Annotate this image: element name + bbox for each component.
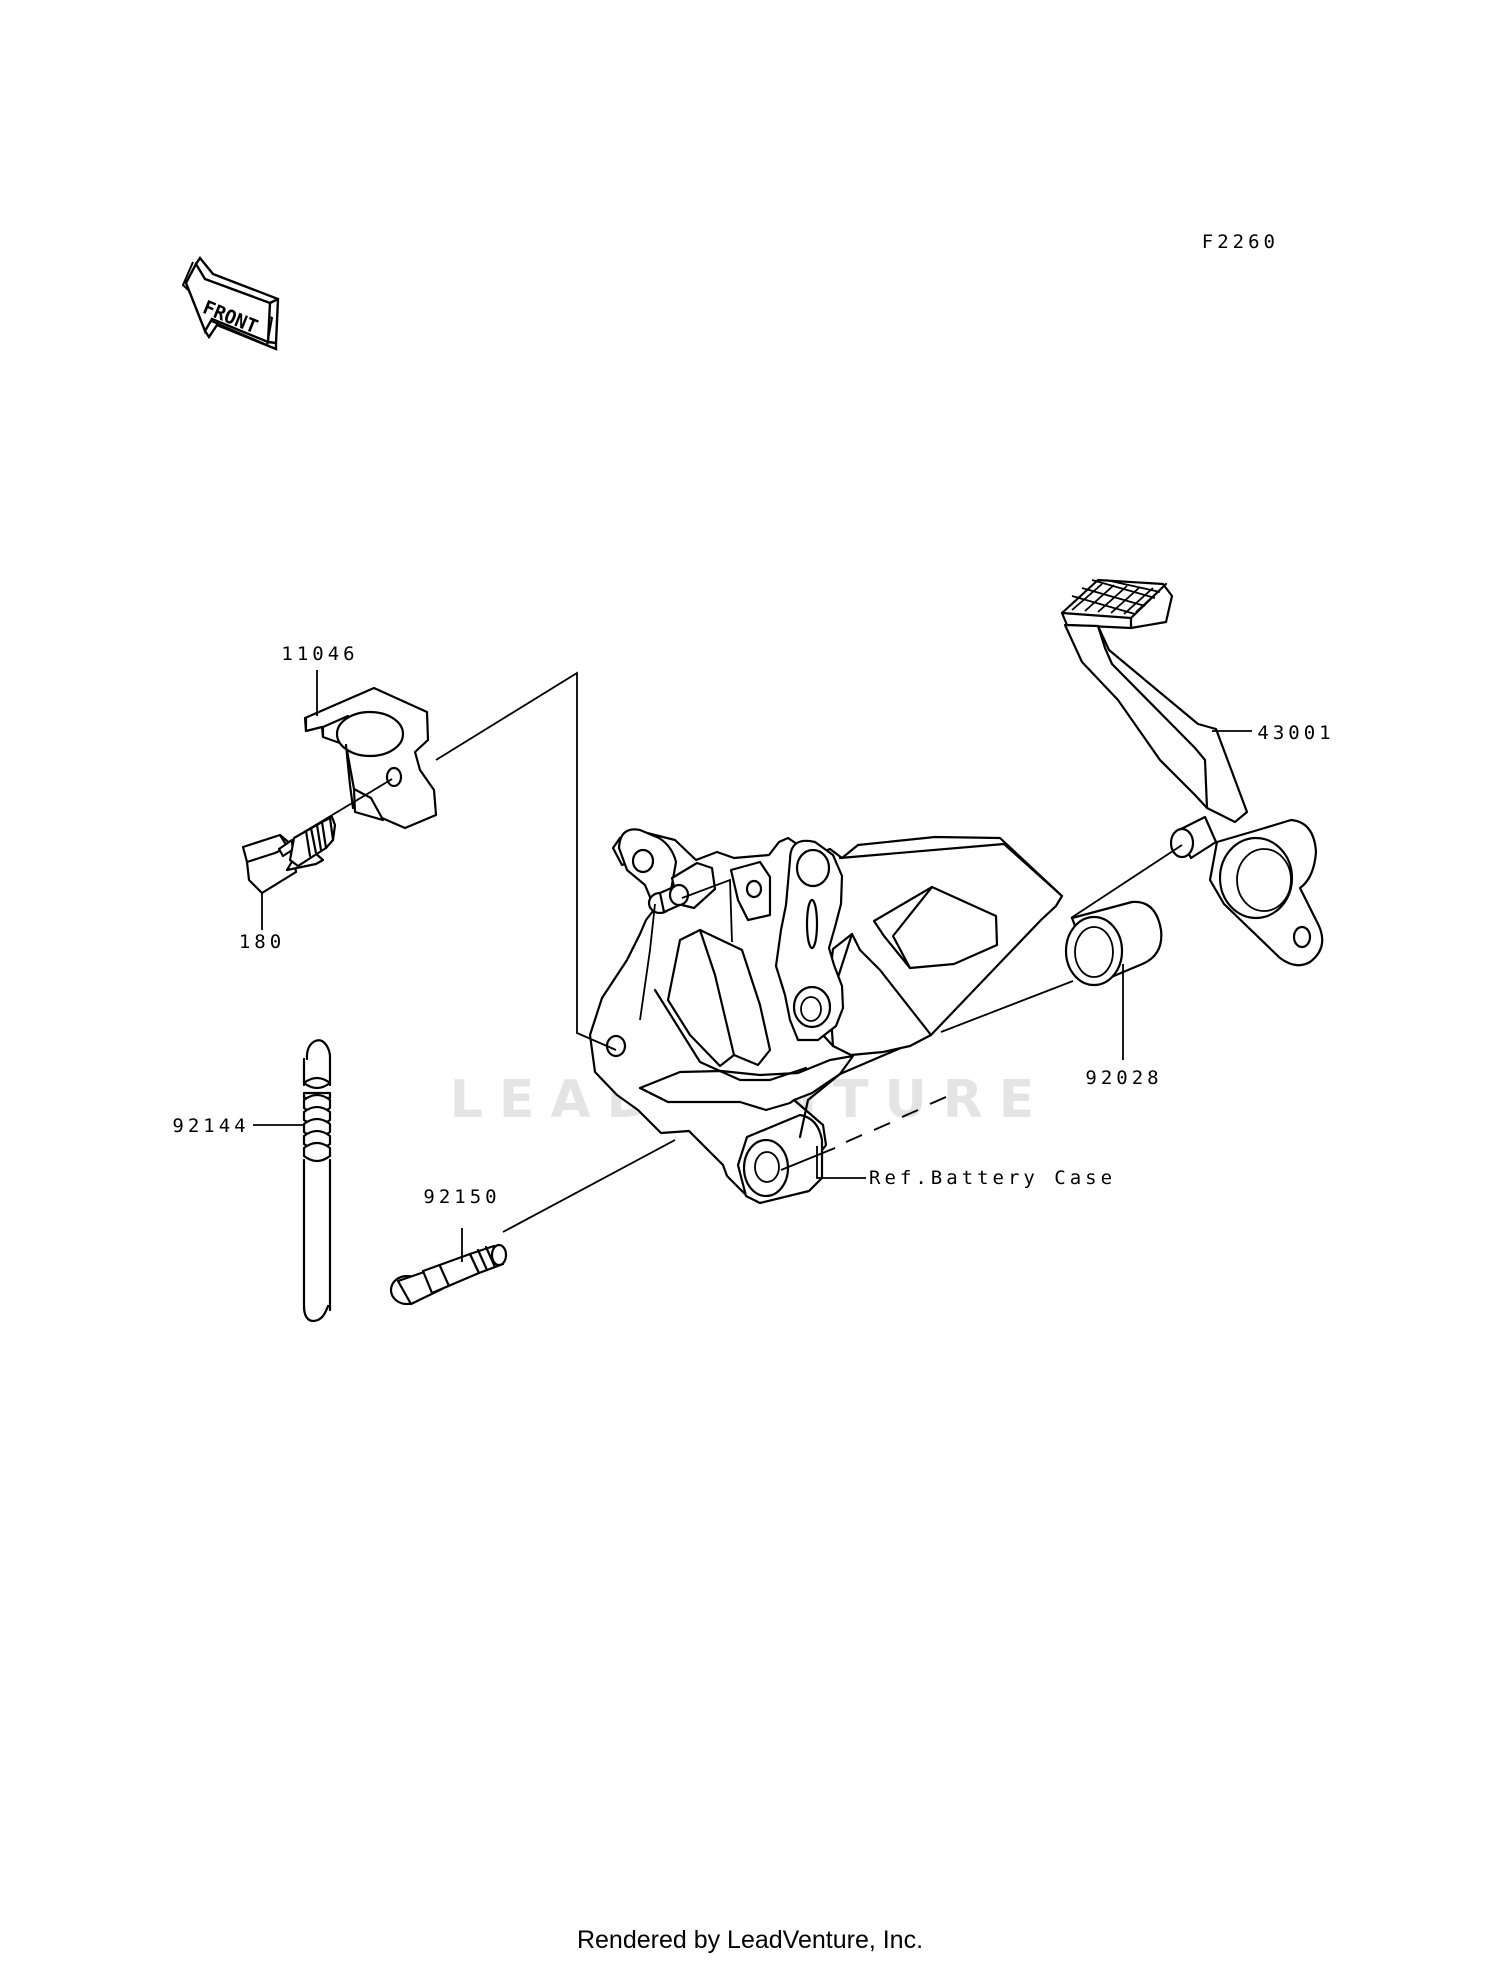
diagram-code: F2260 bbox=[1202, 231, 1279, 253]
part-bolt-180 bbox=[241, 815, 337, 895]
label-ref-battery-case: Ref.Battery Case bbox=[869, 1167, 1116, 1189]
label-part-92144[interactable]: 92144 bbox=[172, 1115, 249, 1137]
part-spring-92144 bbox=[302, 1039, 332, 1323]
label-part-180[interactable]: 180 bbox=[239, 931, 285, 953]
part-bushing-92028 bbox=[1064, 900, 1163, 987]
part-brake-pedal-43001 bbox=[1060, 578, 1324, 967]
label-part-92028[interactable]: 92028 bbox=[1085, 1067, 1162, 1089]
assembly-lines bbox=[253, 670, 1252, 1262]
label-part-11046[interactable]: 11046 bbox=[281, 643, 358, 665]
footer-credit: Rendered by LeadVenture, Inc. bbox=[576, 1926, 924, 1954]
part-pin-92150 bbox=[389, 1243, 508, 1306]
label-part-92150[interactable]: 92150 bbox=[423, 1186, 500, 1208]
part-main-bracket bbox=[588, 828, 1064, 1205]
part-clamp-11046 bbox=[303, 686, 438, 830]
label-part-43001[interactable]: 43001 bbox=[1257, 722, 1334, 744]
front-arrow-icon: FRONT bbox=[181, 255, 280, 351]
